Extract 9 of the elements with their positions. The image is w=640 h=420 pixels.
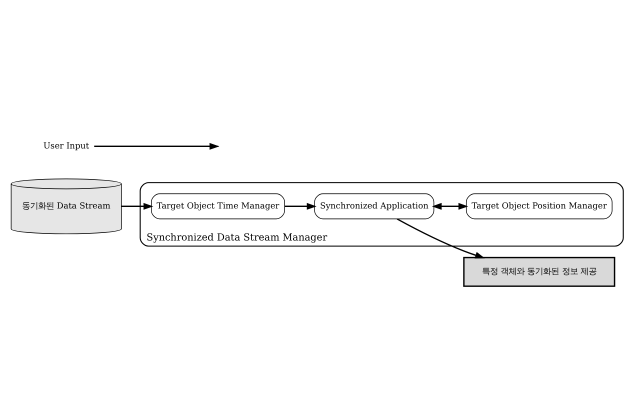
node-box: Target Object Time Manager: [151, 193, 285, 220]
node-box: 특정 객체와 동기화된 정보 제공: [463, 256, 616, 287]
arrow: [284, 202, 317, 210]
arrow: [432, 202, 468, 210]
arrow: [121, 202, 154, 210]
node-text: User Input: [43, 140, 90, 151]
node-box: Synchronized Application: [314, 193, 434, 220]
arrow: [396, 218, 485, 258]
node-box: Target Object Position Manager: [466, 193, 612, 220]
